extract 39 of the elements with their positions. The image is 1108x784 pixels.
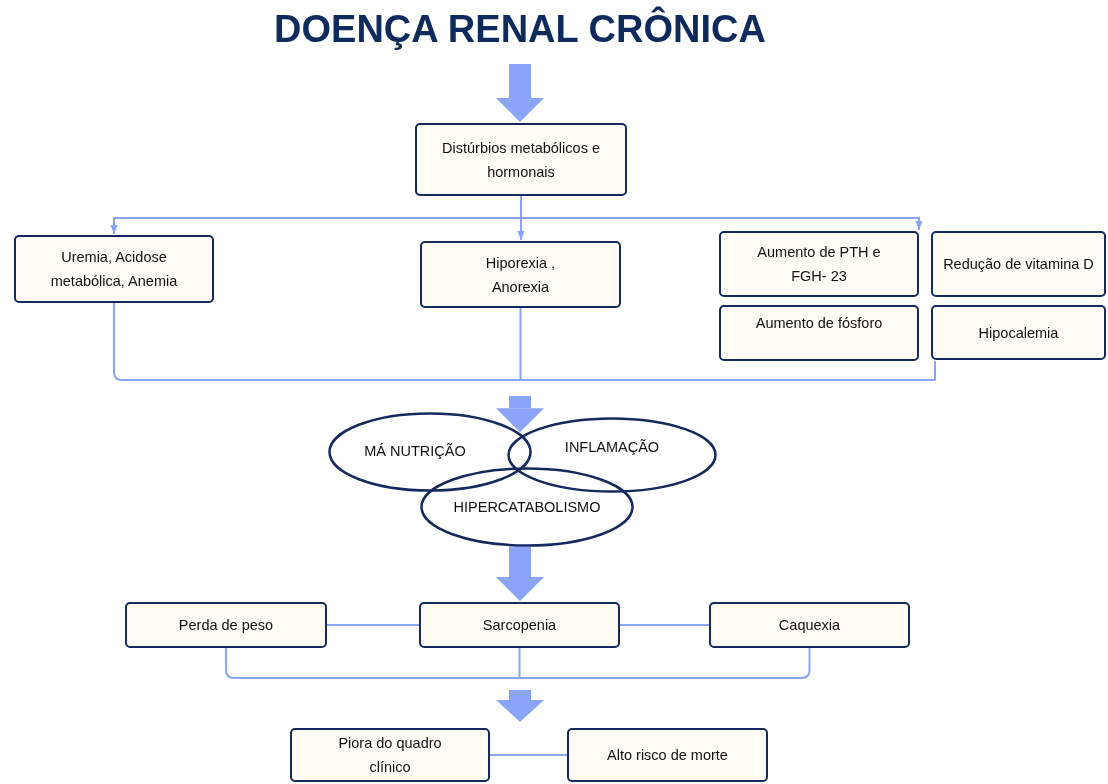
ellipse-label: MÁ NUTRIÇÃO — [364, 443, 466, 459]
connector-line — [619, 624, 710, 626]
box-text: Sarcopenia — [481, 616, 558, 635]
process-box — [125, 602, 327, 648]
diagram-title: DOENÇA RENAL CRÔNICA — [273, 8, 767, 51]
block-arrow — [496, 64, 544, 122]
box-text: Aumento de fósforo — [754, 314, 884, 333]
box-text: Distúrbios metabólicos e hormonais — [441, 138, 601, 182]
process-box — [420, 241, 621, 308]
ellipse-label: HIPERCATABOLISMO — [453, 499, 601, 515]
process-box — [419, 602, 620, 648]
block-arrow — [496, 690, 544, 722]
block-arrow — [496, 546, 544, 601]
process-box — [719, 305, 919, 361]
process-box — [931, 231, 1106, 297]
box-text: Piora do quadro clínico — [337, 734, 443, 777]
box-text: Alto risco de morte — [606, 746, 729, 765]
connector-line — [225, 647, 521, 679]
process-box — [709, 602, 910, 648]
process-box — [931, 305, 1106, 360]
connector-line — [489, 754, 568, 756]
connector-line — [519, 647, 811, 679]
box-text: Uremia, Acidose metabólica, Anemia — [49, 248, 179, 291]
process-box — [290, 728, 490, 782]
process-box — [14, 235, 214, 303]
box-text: Aumento de PTH e FGH- 23 — [756, 243, 882, 286]
box-text: Hiporexia , Anorexia — [484, 253, 557, 297]
connector-line — [519, 307, 936, 381]
box-text: Hipocalemia — [977, 323, 1060, 343]
box-text: Perda de peso — [177, 616, 275, 635]
box-text: Redução de vitamina D — [942, 255, 1095, 274]
process-box — [719, 231, 919, 297]
block-arrow — [496, 396, 544, 433]
box-text: Caquexia — [777, 616, 842, 635]
connector-line — [326, 624, 420, 626]
process-box — [567, 728, 768, 782]
ellipse-label: INFLAMAÇÃO — [564, 439, 660, 455]
process-box — [415, 123, 627, 196]
connector-line — [518, 647, 521, 679]
